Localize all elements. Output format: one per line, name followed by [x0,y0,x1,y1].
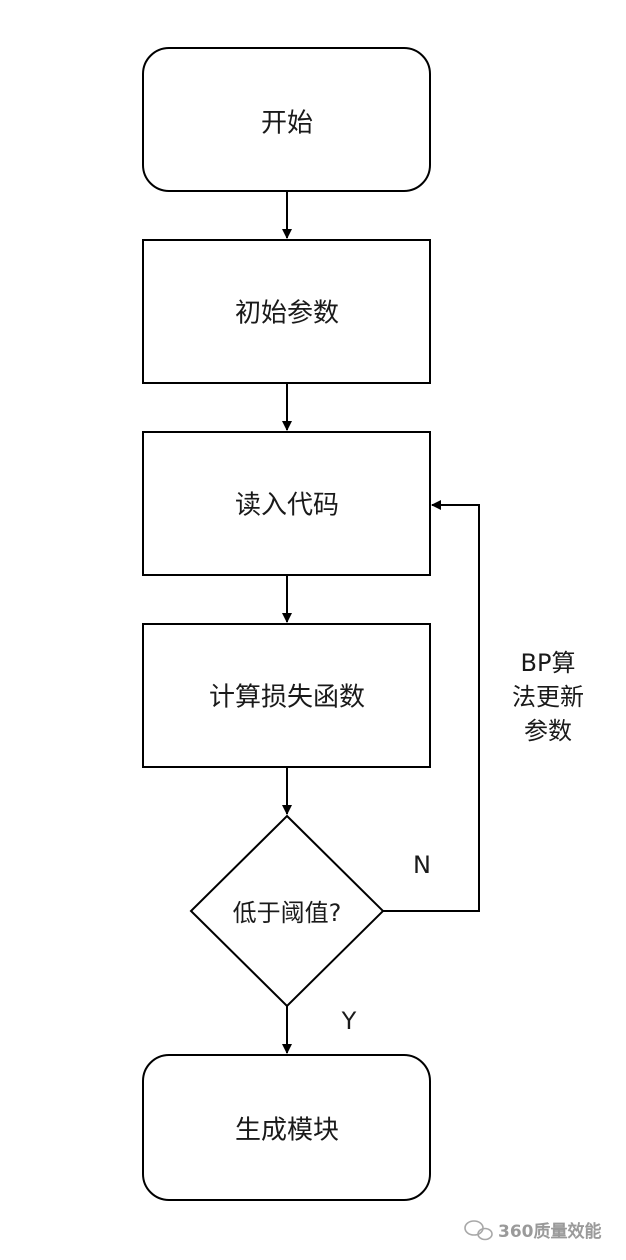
compute-loss-node [142,623,431,768]
generate-module-node [142,1054,431,1201]
loop-label-line2: 法更新 [512,683,584,711]
read-code-label: 读入代码 [235,491,339,521]
compute-loss-label: 计算损失函数 [209,683,365,713]
loop-label-line3: 参数 [524,717,572,745]
generate-module-label: 生成模块 [235,1116,339,1146]
init-params-node [142,239,431,384]
watermark-text: 360质量效能 [498,1221,602,1242]
loop-label-line1: BP算 [521,649,576,677]
start-label: 开始 [261,109,313,139]
watermark: 360质量效能 [464,1220,602,1242]
init-params-label: 初始参数 [235,299,339,329]
yes-label: Y [341,1007,357,1035]
no-label: N [413,851,431,879]
arrow-loop-back [383,500,480,912]
threshold-decision-label: 低于阈值? [233,899,342,927]
wechat-icon [464,1220,493,1241]
